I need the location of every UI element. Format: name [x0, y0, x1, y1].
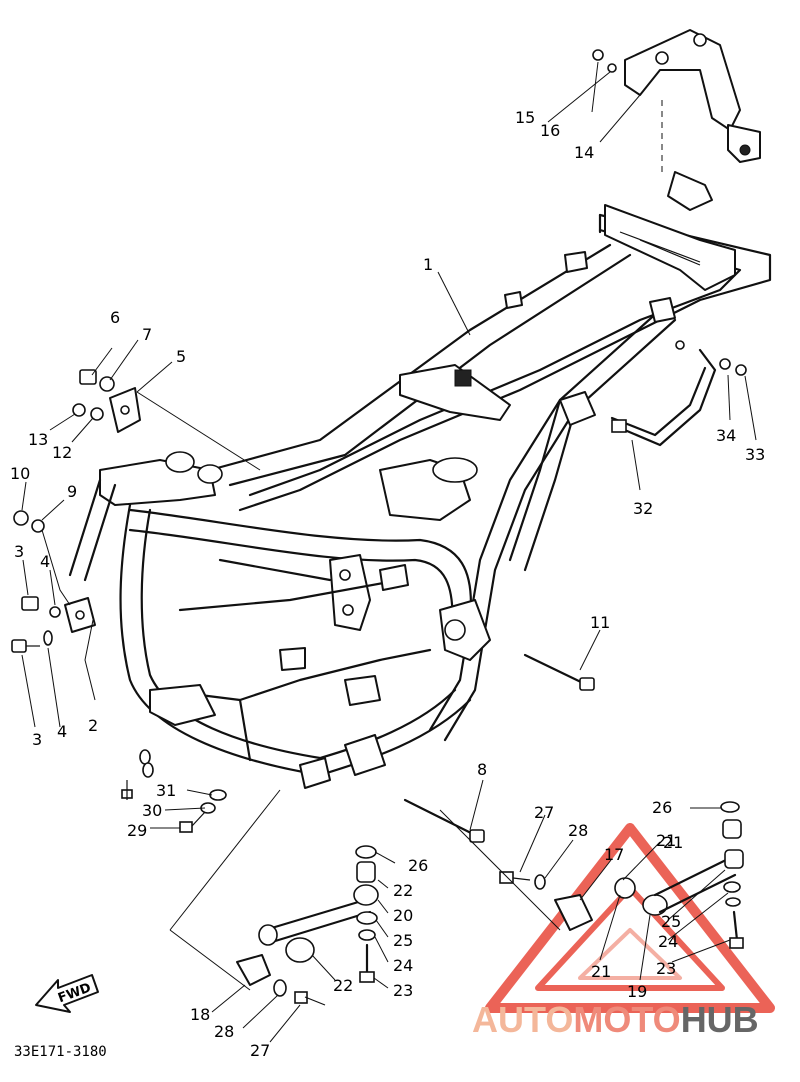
callout-9: 9 — [67, 482, 77, 501]
callout-24: 24 — [393, 956, 413, 975]
callout-12: 12 — [52, 443, 72, 462]
callout-4: 4 — [40, 552, 50, 571]
long-bolts — [403, 653, 595, 843]
fwd-arrow-icon: FWD — [35, 974, 99, 1013]
callout-2: 2 — [88, 716, 98, 735]
rear-bracket-assembly — [592, 29, 761, 163]
callout-27-lower: 27 — [250, 1041, 270, 1060]
callout-21-right: 21 — [663, 833, 683, 852]
callout-24-right: 24 — [658, 932, 678, 951]
callout-26: 26 — [408, 856, 428, 875]
svg-text:AUTOMOTOHUB: AUTOMOTOHUB — [472, 999, 759, 1040]
main-frame — [99, 100, 772, 789]
watermark-triangle — [485, 823, 775, 1013]
part-code: 33E171-3180 — [14, 1044, 107, 1060]
callout-8: 8 — [477, 760, 487, 779]
callout-22: 22 — [393, 881, 413, 900]
callout-25: 25 — [393, 931, 413, 950]
engine-mount-left — [169, 789, 379, 1006]
callout-10: 10 — [10, 464, 30, 483]
callout-3: 3 — [14, 542, 24, 561]
callout-23: 23 — [393, 981, 413, 1000]
callout-21-mid: 21 — [591, 962, 611, 981]
callout-28-lower: 28 — [214, 1022, 234, 1041]
watermark-moto: MOTO — [573, 999, 680, 1040]
callout-3-lower: 3 — [32, 730, 42, 749]
callout-27: 27 — [534, 803, 554, 822]
callout-5: 5 — [176, 347, 186, 366]
left-front-hardware — [11, 369, 141, 653]
leader-lines — [21, 61, 757, 1043]
lower-left-hardware — [121, 749, 227, 833]
callout-labels: 1 2 3 3 4 4 5 6 7 8 9 10 11 12 13 14 15 … — [10, 108, 765, 1060]
watermark-text: AUTOMOTOHUB — [472, 999, 759, 1040]
callout-11: 11 — [590, 613, 610, 632]
callout-30: 30 — [142, 801, 162, 820]
callout-16: 16 — [540, 121, 560, 140]
callout-20: 20 — [393, 906, 413, 925]
watermark-auto: AUTO — [472, 999, 573, 1040]
callout-28: 28 — [568, 821, 588, 840]
engine-mount-right — [439, 801, 744, 949]
callout-7: 7 — [142, 325, 152, 344]
callout-18: 18 — [190, 1005, 210, 1024]
callout-13: 13 — [28, 430, 48, 449]
callout-1: 1 — [423, 255, 433, 274]
watermark-hub: HUB — [681, 999, 759, 1040]
callout-26-right: 26 — [652, 798, 672, 817]
callout-34: 34 — [716, 426, 736, 445]
callout-25-right: 25 — [661, 912, 681, 931]
footrest-bracket-assembly — [610, 340, 747, 447]
callout-19: 19 — [627, 982, 647, 1001]
callout-22-lower: 22 — [333, 976, 353, 995]
callout-33: 33 — [745, 445, 765, 464]
callout-14: 14 — [574, 143, 594, 162]
callout-23-right: 23 — [656, 959, 676, 978]
callout-31: 31 — [156, 781, 176, 800]
callout-32: 32 — [633, 499, 653, 518]
callout-17: 17 — [604, 845, 624, 864]
callout-15: 15 — [515, 108, 535, 127]
callout-4-lower: 4 — [57, 722, 67, 741]
callout-6: 6 — [110, 308, 120, 327]
callout-29: 29 — [127, 821, 147, 840]
callout-21-top: 21 — [656, 831, 676, 850]
